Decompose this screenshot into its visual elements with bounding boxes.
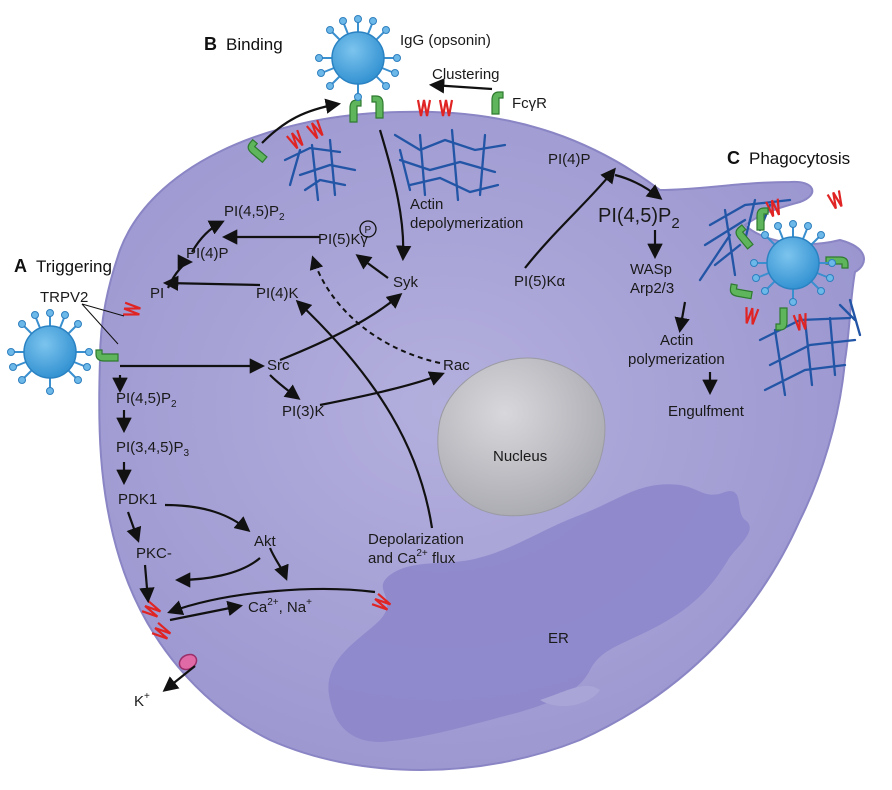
label-k: K+: [134, 691, 150, 710]
label-pi45p2-big: PI(4,5)P2: [598, 205, 680, 232]
label-clustering: Clustering: [432, 66, 500, 83]
label-pip3: PI(3,4,5)P3: [116, 439, 190, 459]
section-b-title: Binding: [226, 35, 283, 54]
label-akt: Akt: [254, 533, 277, 550]
label-actin-pol-1: Actin: [660, 332, 693, 349]
actin-network-top-center: [393, 128, 507, 202]
endoplasmic-reticulum: [328, 484, 750, 742]
section-a-letter: A: [14, 256, 27, 276]
nucleus: [437, 357, 606, 517]
label-ca-na: Ca2+, Na+: [248, 597, 312, 616]
fc-receptor-fcgr: [491, 91, 504, 115]
section-c-title: Phagocytosis: [749, 149, 850, 168]
label-trpv2: TRPV2: [40, 289, 88, 306]
label-rac: Rac: [443, 357, 470, 374]
label-nucleus: Nucleus: [493, 448, 547, 465]
label-pi3k: PI(3)K: [282, 403, 325, 420]
actin-network-top-left: [283, 138, 357, 202]
opsonized-particle-phagocytosis: [749, 219, 837, 307]
actin-network-cup-upper: [698, 198, 792, 282]
label-pi5kg: PI(5)Kγ: [318, 231, 369, 248]
label-depol-2: and Ca2+ flux: [368, 548, 456, 567]
label-actin-pol-2: polymerization: [628, 351, 725, 368]
section-b-letter: B: [204, 34, 217, 54]
label-wasp: WASp: [630, 261, 672, 278]
label-pdk1: PDK1: [118, 491, 157, 508]
label-pi45p2-low: PI(4,5)P2: [116, 390, 177, 410]
trpv2-channel-cup-4: [826, 189, 846, 211]
label-depol-1: Depolarization: [368, 531, 464, 548]
label-src: Src: [267, 357, 290, 374]
section-c-letter: C: [727, 148, 740, 168]
section-a-title: Triggering: [36, 257, 112, 276]
opsonized-particle-binding: [314, 14, 402, 102]
pathway-arrows: [112, 78, 718, 692]
opsonized-particle-triggering: [6, 308, 94, 396]
label-pi5ka: PI(5)Kα: [514, 273, 566, 290]
fc-receptor-cup-1: [756, 207, 769, 231]
label-igg: IgG (opsonin): [400, 32, 491, 49]
phospho-circle: [359, 220, 377, 238]
label-pi45p2-top: PI(4,5)P2: [224, 203, 285, 223]
label-p: P: [365, 225, 372, 236]
label-actin-depol-1: Actin: [410, 196, 443, 213]
label-engulfment: Engulfment: [668, 403, 745, 420]
label-actin-depol-2: depolymerization: [410, 215, 523, 232]
label-syk: Syk: [393, 274, 419, 291]
label-pi: PI: [150, 285, 164, 302]
label-pkc: PKC-: [136, 545, 172, 562]
label-er: ER: [548, 630, 569, 647]
label-pi4p-left: PI(4)P: [186, 245, 229, 262]
label-fcgr: FcγR: [512, 95, 547, 112]
label-arp: Arp2/3: [630, 280, 674, 297]
label-pi4p-right: PI(4)P: [548, 151, 591, 168]
label-pi4k: PI(4)K: [256, 285, 299, 302]
